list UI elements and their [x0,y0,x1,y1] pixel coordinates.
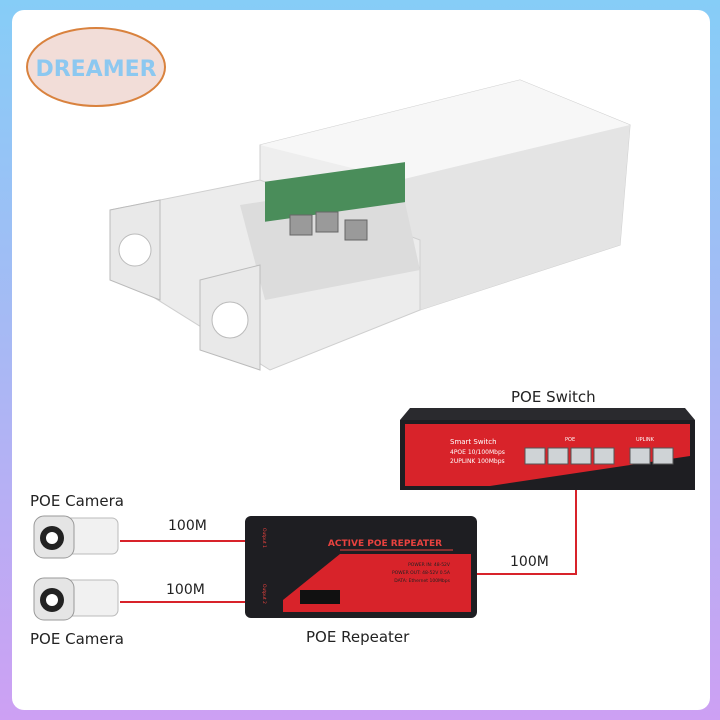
switch-spec-1: 4POE 10/100Mbps [450,449,505,456]
repeater-spec-1: POWER IN: 48-52V [408,562,451,568]
poe-camera-top-label: POE Camera [30,492,124,510]
poe-camera-bottom-image [33,577,119,621]
cable-camera-bottom [120,601,248,603]
outdoor-enclosure-image [109,79,631,371]
switch-poe-group: POE [565,437,575,443]
repeater-output-2: Output 2 [261,584,267,604]
repeater-heading: ACTIVE POE REPEATER [328,539,442,549]
speed-camera-bottom: 100M [166,582,205,598]
poe-camera-top-image [33,515,119,559]
dreamer-logo: DREAMER [26,27,166,107]
switch-brand: Smart Switch [450,438,497,446]
repeater-spec-2: POWER OUT: 48-52V 0.5A [392,570,451,576]
switch-spec-2: 2UPLINK 100Mbps [450,458,505,465]
poe-repeater-label: POE Repeater [306,628,410,646]
poe-switch-label: POE Switch [511,388,596,406]
speed-camera-top: 100M [168,518,207,534]
cable-camera-top [120,540,248,542]
poe-switch-image: Smart Switch 4POE 10/100Mbps 2UPLINK 100… [400,408,695,490]
cable-uplink-vertical [575,490,577,575]
logo-text: DREAMER [35,57,156,82]
repeater-output-1: Output 1 [261,528,267,548]
poe-repeater-image: ACTIVE POE REPEATER POWER IN: 48-52V POW… [245,516,477,618]
switch-uplink-group: UPLINK [636,437,655,443]
repeater-spec-3: DATA: Ethernet 100Mbps [394,578,450,584]
speed-uplink: 100M [510,554,549,570]
cable-uplink-horizontal [475,573,577,575]
poe-camera-bottom-label: POE Camera [30,630,124,648]
